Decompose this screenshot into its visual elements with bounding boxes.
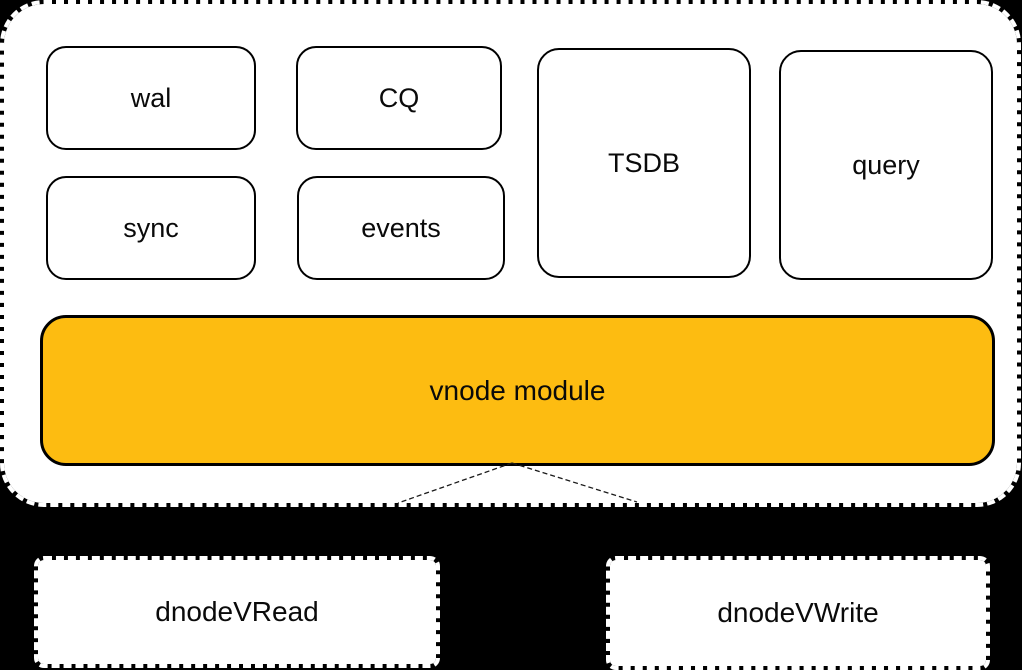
module-label-sync: sync: [123, 212, 179, 243]
module-box-cq: CQ: [296, 46, 502, 150]
module-box-tsdb: TSDB: [537, 48, 751, 278]
module-label-wal: wal: [130, 82, 172, 113]
module-box-wal: wal: [46, 46, 256, 150]
dnode-vwrite-box: dnodeVWrite: [606, 556, 990, 670]
vnode-module-container: wal CQ sync events TSDB query vnode modu…: [0, 0, 1021, 507]
module-label-events: events: [361, 212, 441, 243]
module-box-events: events: [297, 176, 505, 280]
vnode-module-box: vnode module: [40, 315, 995, 466]
module-box-sync: sync: [46, 176, 256, 280]
dnode-vread-box: dnodeVRead: [34, 556, 440, 668]
dnode-vwrite-label: dnodeVWrite: [717, 597, 879, 628]
module-label-cq: CQ: [378, 82, 420, 113]
module-box-query: query: [779, 50, 993, 280]
vnode-module-label: vnode module: [429, 374, 606, 406]
module-label-query: query: [852, 149, 920, 180]
dnode-vread-label: dnodeVRead: [155, 596, 319, 627]
module-label-tsdb: TSDB: [607, 147, 680, 178]
